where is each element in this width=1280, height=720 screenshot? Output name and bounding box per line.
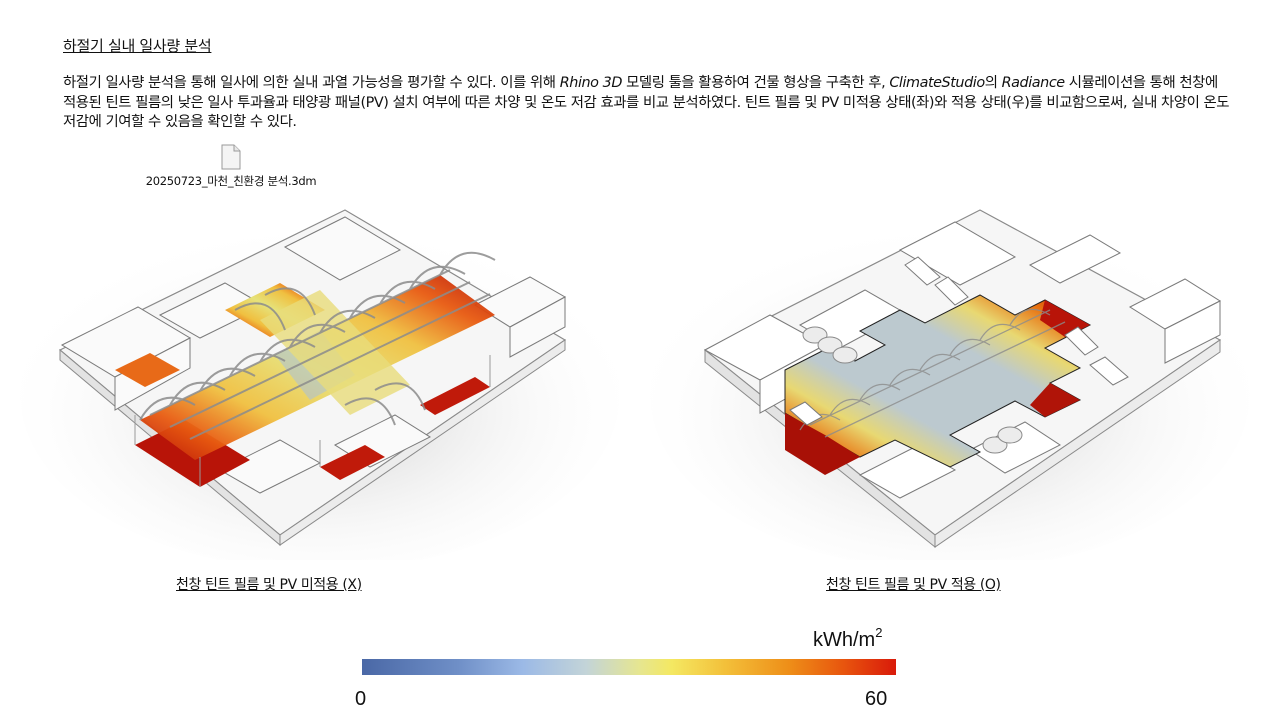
file-icon [221, 144, 241, 170]
caption-without-tint-pv: 천창 틴트 필름 및 PV 미적용 (X) [176, 577, 362, 593]
render-without-tint-pv [20, 205, 620, 570]
para-software-rhino: Rhino 3D [559, 75, 623, 91]
para-text: 모델링 툴을 활용하여 건물 형상을 구축한 후, [621, 75, 890, 91]
file-name: 20250723_마천_친환경 분석.3dm [145, 174, 317, 188]
para-software-climatestudio: ClimateStudio [889, 75, 985, 91]
caption-with-tint-pv: 천창 틴트 필름 및 PV 적용 (O) [826, 577, 1001, 593]
render-with-tint-pv [650, 205, 1250, 570]
para-text: 시뮬레이션을 통해 천창에 적용된 틴트 필름의 낮은 일사 투과율과 태양광 … [63, 75, 1230, 130]
legend-unit: kWh/m2 [813, 625, 882, 652]
para-text: 의 [984, 75, 1002, 91]
para-text: 하절기 일사량 분석을 통해 일사에 의한 실내 과열 가능성을 평가할 수 있… [63, 75, 560, 91]
file-attachment[interactable]: 20250723_마천_친환경 분석.3dm [138, 144, 324, 189]
legend-min-label: 0 [355, 688, 367, 710]
section-title: 하절기 실내 일사량 분석 [63, 37, 212, 55]
description-paragraph: 하절기 일사량 분석을 통해 일사에 의한 실내 과열 가능성을 평가할 수 있… [63, 74, 1233, 133]
para-software-radiance: Radiance [1001, 75, 1066, 91]
legend-max-label: 60 [865, 688, 888, 710]
legend-unit-base: kWh/m [813, 629, 876, 651]
color-scale-bar [362, 659, 896, 675]
legend-unit-exponent: 2 [875, 625, 883, 640]
